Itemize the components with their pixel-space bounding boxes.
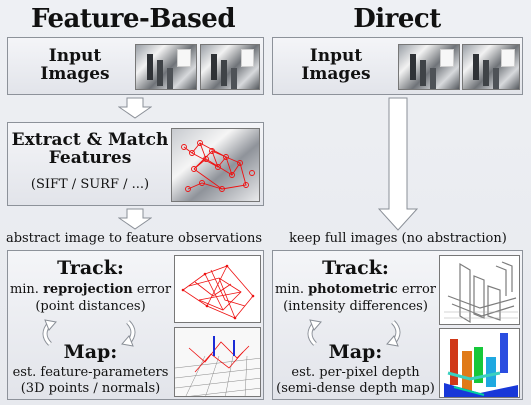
left-input-image-2: [200, 44, 260, 90]
extract-label-1: Extract & Match: [11, 130, 169, 150]
right-map-desc: est. per-pixel depth: [291, 365, 420, 380]
right-track-map-box: Track: min. photometric error (intensity…: [272, 250, 523, 400]
direct-title: Direct: [353, 4, 441, 34]
right-track-title: Track:: [322, 257, 389, 279]
right-track-desc-bold: photometric: [308, 282, 398, 297]
extract-label-2: Features: [48, 147, 132, 168]
feature-matches-image: [171, 128, 260, 202]
left-track-desc: min. reprojection error: [8, 282, 173, 298]
sparse-point-cloud-image: [174, 255, 261, 323]
left-input-label-2: Images: [40, 63, 110, 84]
left-track-desc-pre: min.: [9, 282, 44, 297]
keep-caption: keep full images (no abstraction): [289, 231, 507, 246]
right-input-images-box: Input Images: [272, 37, 523, 95]
left-input-image-1: [135, 44, 197, 90]
right-input-image-2: [462, 44, 520, 90]
semi-dense-depth-map-image: [439, 328, 520, 398]
left-track-desc-bold: reprojection: [43, 282, 133, 297]
left-track-desc-post: error: [132, 282, 172, 297]
right-input-label-1: Input: [309, 46, 363, 66]
right-input-label-2: Images: [301, 63, 371, 84]
left-map-title: Map:: [63, 341, 118, 363]
extract-methods: (SIFT / SURF / ...): [30, 177, 150, 192]
right-map-title: Map:: [328, 341, 383, 363]
down-arrow-icon: [118, 97, 152, 119]
down-arrow-icon: [118, 208, 152, 230]
circular-arrows-icon: [42, 319, 136, 347]
left-track-map-box: Track: min. reprojection error (point di…: [7, 250, 264, 400]
semi-dense-gray-image: [439, 255, 520, 325]
circular-arrows-icon: [307, 319, 401, 347]
left-map-desc: est. feature-parameters: [12, 365, 169, 380]
right-map-note: (semi-dense depth map): [276, 381, 435, 396]
down-arrow-icon: [378, 97, 418, 231]
feature-based-title: Feature-Based: [30, 4, 236, 34]
right-track-desc: min. photometric error: [273, 282, 438, 298]
left-track-title: Track:: [57, 257, 124, 279]
left-input-label-1: Input: [48, 46, 102, 66]
left-map-note: (3D points / normals): [20, 381, 161, 396]
abstract-caption: abstract image to feature observations: [5, 231, 263, 246]
left-input-images-box: Input Images: [7, 37, 264, 95]
right-track-desc-post: error: [397, 282, 437, 297]
left-track-note: (point distances): [35, 299, 146, 314]
right-track-desc-pre: min.: [274, 282, 309, 297]
extract-match-box: Extract & Match Features (SIFT / SURF / …: [7, 122, 264, 206]
map-3d-points-image: [174, 327, 261, 397]
right-input-image-1: [398, 44, 460, 90]
right-track-note: (intensity differences): [283, 299, 428, 314]
